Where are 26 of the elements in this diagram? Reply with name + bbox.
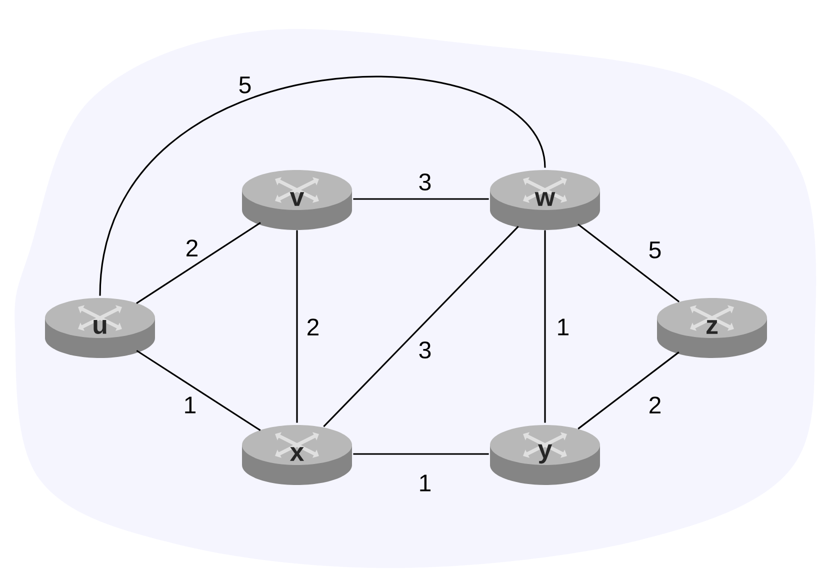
edge-label: 3 xyxy=(419,342,431,358)
link xyxy=(353,198,489,200)
edge-label: 2 xyxy=(308,318,318,336)
edge-label: 5 xyxy=(239,76,251,94)
edge-label: 1 xyxy=(185,396,196,414)
link xyxy=(136,350,261,432)
link xyxy=(323,226,519,428)
router: u xyxy=(45,298,155,358)
router: z xyxy=(657,298,767,358)
edge-label: 2 xyxy=(650,396,660,414)
link xyxy=(544,230,546,423)
link xyxy=(353,453,489,455)
router: y xyxy=(490,425,600,485)
edge-label: 1 xyxy=(558,318,568,336)
router: v xyxy=(242,170,352,230)
edge-label: 1 xyxy=(420,474,430,492)
edge-label: 5 xyxy=(649,242,661,258)
router: w xyxy=(490,170,600,230)
link xyxy=(578,352,680,430)
edge-label: 2 xyxy=(186,240,198,256)
link xyxy=(136,222,261,304)
router: x xyxy=(242,425,352,485)
edge-label: 3 xyxy=(419,174,431,190)
link xyxy=(296,230,298,423)
link xyxy=(99,76,546,296)
link xyxy=(577,224,680,302)
